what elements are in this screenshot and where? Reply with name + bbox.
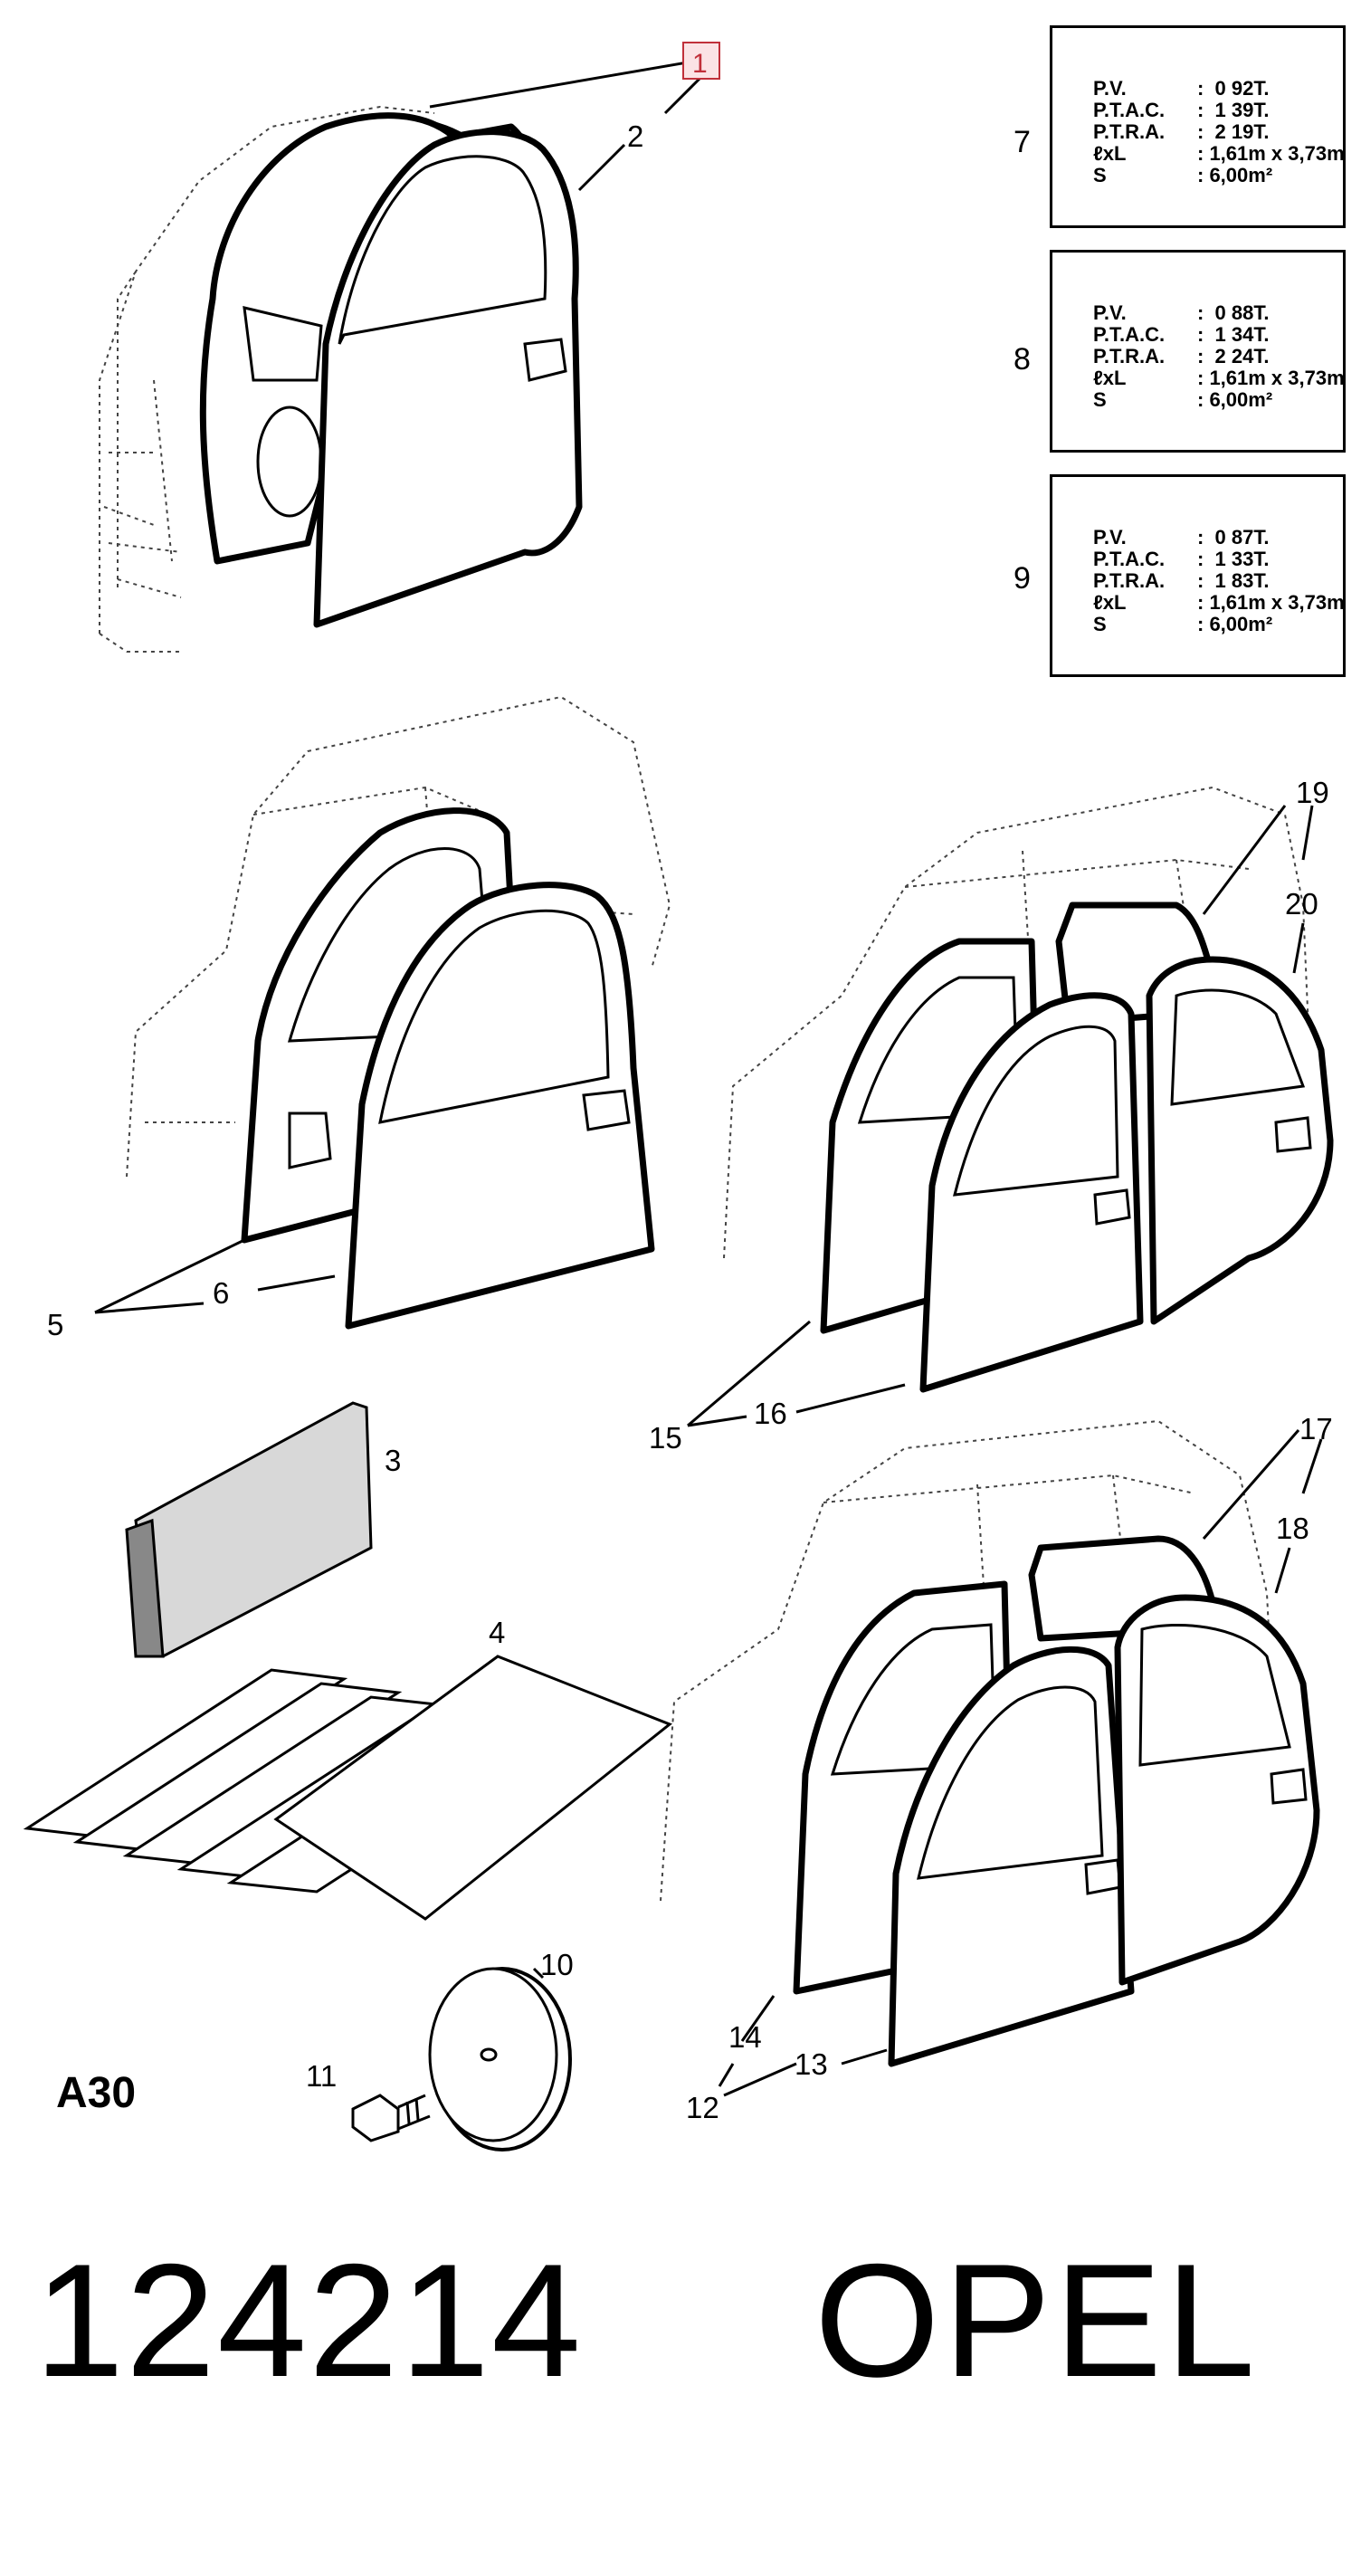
three-door-body-drawing: [126, 695, 671, 1330]
part-number: 124214: [34, 2230, 583, 2410]
plate-row: P.T.R.A.: 2 24T.: [1093, 345, 1270, 367]
callout-18: 18: [1276, 1512, 1309, 1545]
plate-row: S: 6,00m²: [1093, 388, 1273, 411]
plate-row: P.T.R.A.: 2 19T.: [1093, 120, 1270, 143]
front-door-assembly-drawing: [99, 105, 583, 653]
cover-cap-drawing: [428, 1967, 572, 2151]
callout-11: 11: [306, 2059, 337, 2093]
callout-20: 20: [1285, 887, 1318, 921]
plate-number-7: 7: [1014, 125, 1031, 159]
plate-row: S: 6,00m²: [1093, 164, 1273, 186]
callout-6: 6: [213, 1276, 229, 1310]
plate-row: P.V.: 0 88T.: [1093, 301, 1270, 324]
highlight-box: [682, 42, 720, 80]
callout-12: 12: [686, 2091, 719, 2124]
leader-lines: [94, 60, 1323, 2097]
callout-16: 16: [754, 1397, 787, 1430]
callout-5: 5: [47, 1308, 63, 1341]
plate-number-8: 8: [1014, 342, 1031, 377]
callout-15: 15: [649, 1421, 682, 1455]
callout-4: 4: [489, 1616, 505, 1649]
brand-name: OPEL: [814, 2230, 1259, 2410]
plate-row: P.V.: 0 92T.: [1093, 77, 1270, 100]
callout-13: 13: [795, 2047, 828, 2081]
spec-plate-7: P.V.: 0 92T. P.T.A.C.: 1 39T. P.T.R.A.: …: [1050, 25, 1346, 228]
plate-row: P.V.: 0 87T.: [1093, 526, 1270, 549]
plate-number-9: 9: [1014, 561, 1031, 596]
callout-2: 2: [627, 119, 643, 153]
plate-row: P.T.R.A.: 1 83T.: [1093, 569, 1270, 592]
plate-row: S: 6,00m²: [1093, 613, 1273, 635]
five-door-body-drawing: [723, 786, 1334, 1393]
plastic-sheets-drawing: [23, 1655, 672, 1921]
section-code: A30: [56, 2069, 137, 2117]
callout-14: 14: [728, 2020, 762, 2054]
callout-17: 17: [1299, 1412, 1333, 1445]
callout-1: 1: [692, 49, 708, 79]
callout-3: 3: [385, 1444, 401, 1477]
plate-row: P.T.A.C.: 1 39T.: [1093, 99, 1270, 121]
five-door-estate-body-drawing: [660, 1419, 1320, 2067]
plate-row: ℓxL: 1,61m x 3,73m: [1093, 591, 1345, 614]
spec-plate-8: P.V.: 0 88T. P.T.A.C.: 1 34T. P.T.R.A.: …: [1050, 250, 1346, 453]
callout-19: 19: [1296, 776, 1329, 809]
plate-row: P.T.A.C.: 1 34T.: [1093, 323, 1270, 346]
plate-row: ℓxL: 1,61m x 3,73m: [1093, 367, 1345, 389]
insulation-pad-drawing: [125, 1401, 373, 1658]
bolt-drawing: [351, 2094, 431, 2142]
plate-row: P.T.A.C.: 1 33T.: [1093, 548, 1270, 570]
callout-10: 10: [540, 1948, 574, 1981]
plate-row: ℓxL: 1,61m x 3,73m: [1093, 142, 1345, 165]
spec-plate-9: P.V.: 0 87T. P.T.A.C.: 1 33T. P.T.R.A.: …: [1050, 474, 1346, 677]
